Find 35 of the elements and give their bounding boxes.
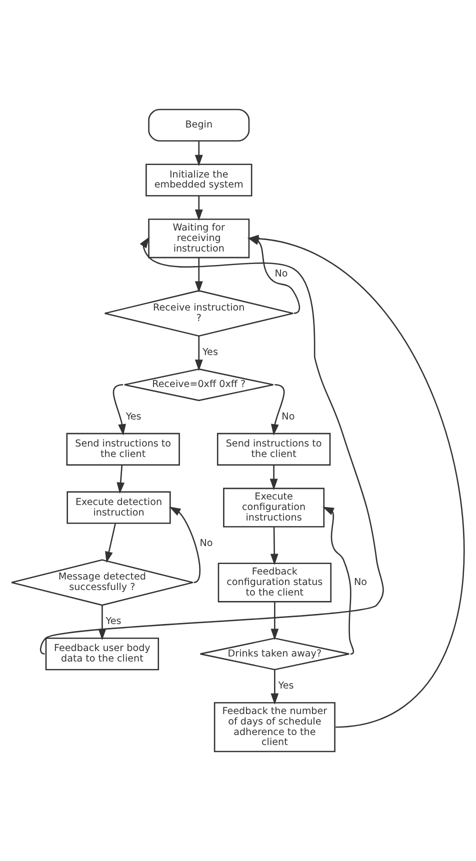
arrow <box>270 670 279 705</box>
node-diamond: Message detected successfully ? <box>10 559 194 606</box>
edge-label: No <box>200 538 213 549</box>
arrow <box>270 526 278 566</box>
edge-label: Yes <box>126 411 142 422</box>
edge-label: Yes <box>106 616 122 628</box>
node-box: Waiting for receiving instruction <box>148 218 250 258</box>
arrow <box>105 523 116 563</box>
node-diamond: Receive instruction ? <box>104 290 294 337</box>
node-diamond: Receive=0xff 0xff ? <box>124 368 274 402</box>
arrow <box>169 506 200 584</box>
node-box: Send instructions to the client <box>66 432 180 466</box>
arrow <box>270 464 278 490</box>
edge-label: Yes <box>202 346 218 358</box>
arrow <box>194 196 203 221</box>
node-box: Feedback configuration status to the client <box>218 562 332 602</box>
node-box: Feedback the number of days of schedule adherence to the client <box>214 702 336 752</box>
arrow <box>270 384 285 436</box>
arrow <box>194 336 203 371</box>
edge-label: Yes <box>278 680 294 692</box>
arrow <box>270 602 279 640</box>
arrow <box>112 384 126 436</box>
node-box: Begin <box>148 108 250 142</box>
edge-label: No <box>274 268 288 280</box>
node-diamond: Drinks taken away? <box>200 638 350 670</box>
node-box: Send instructions to the client <box>216 432 331 466</box>
edge-label: No <box>354 576 367 588</box>
arrow <box>194 141 203 166</box>
node-box: Initialize the embedded system <box>146 164 252 196</box>
node-box: Execute configuration instructions <box>223 488 325 528</box>
arrow <box>194 258 203 293</box>
node-box: Feedback user body data to the client <box>45 638 160 670</box>
edge-label: No <box>282 411 295 422</box>
node-box: Execute detection instruction <box>66 491 171 524</box>
arrow <box>116 464 125 494</box>
